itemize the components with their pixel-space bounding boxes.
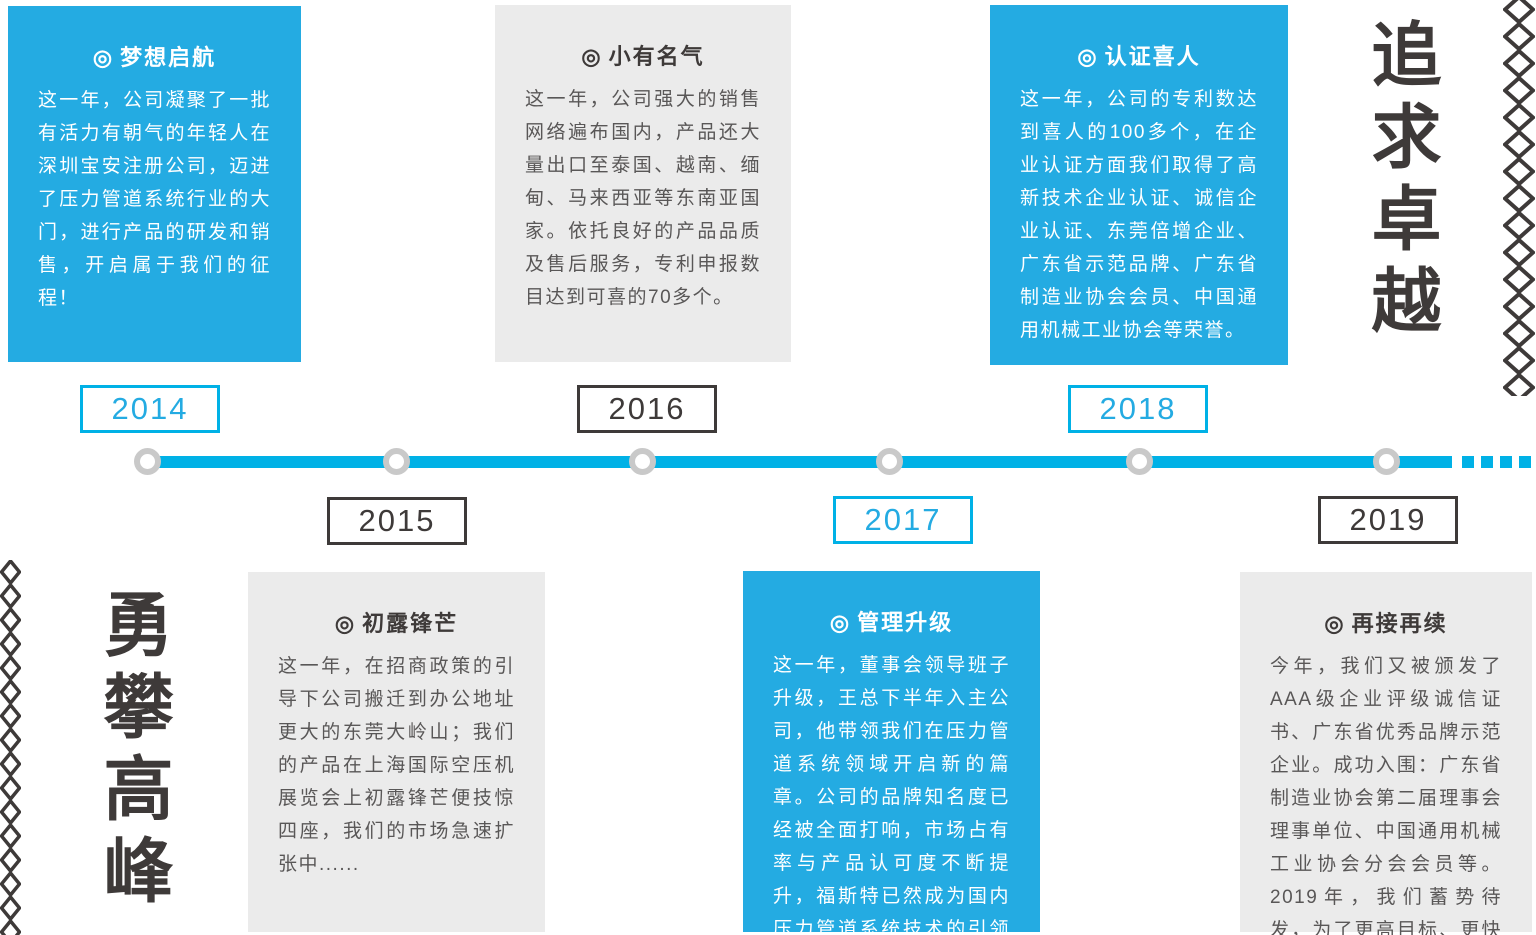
milestone-title-2016: ◎小有名气 — [525, 39, 761, 71]
bullseye-bullet-icon: ◎ — [1324, 611, 1346, 636]
timeline-node-2019 — [1373, 448, 1400, 475]
milestone-body-2017: 这一年，董事会领导班子升级，王总下半年入主公司，他带领我们在压力管道系统领域开启… — [773, 655, 1010, 935]
milestone-title-text: 梦想启航 — [120, 45, 217, 70]
slogan-top-right: 追求卓越 — [1361, 18, 1438, 346]
milestone-title-2019: ◎再接再续 — [1270, 606, 1502, 638]
milestone-title-text: 管理升级 — [857, 610, 954, 635]
timeline-node-2015 — [383, 448, 410, 475]
timeline-node-2014 — [134, 448, 161, 475]
diamond-chain-icon — [1503, 0, 1535, 396]
milestone-body-2018: 这一年，公司的专利数达到喜人的100多个，在企业认证方面我们取得了高新技术企业认… — [1020, 89, 1258, 341]
bullseye-bullet-icon: ◎ — [829, 610, 852, 635]
milestone-panel-2018: ◎认证喜人 这一年，公司的专利数达到喜人的100多个，在企业认证方面我们取得了高… — [990, 5, 1288, 365]
milestone-title-2017: ◎管理升级 — [773, 605, 1010, 637]
milestone-title-2018: ◎认证喜人 — [1020, 39, 1258, 71]
year-label-2017: 2017 — [833, 496, 973, 544]
timeline-node-2018 — [1126, 448, 1153, 475]
milestone-title-text: 再接再续 — [1351, 611, 1448, 636]
timeline-bar — [148, 456, 1452, 468]
diamond-chain-icon — [0, 560, 21, 935]
milestone-title-text: 认证喜人 — [1104, 44, 1201, 69]
milestone-panel-2014: ◎梦想启航 这一年，公司凝聚了一批有活力有朝气的年轻人在深圳宝安注册公司，迈进了… — [8, 6, 301, 362]
milestone-title-2015: ◎初露锋芒 — [278, 606, 515, 638]
milestone-title-2014: ◎梦想启航 — [38, 40, 271, 72]
timeline-node-2017 — [876, 448, 903, 475]
slogan-bottom-left: 勇攀高峰 — [93, 588, 170, 916]
milestone-body-2019: 今年，我们又被颁发了AAA级企业评级诚信证书、广东省优秀品牌示范企业。成功入围：… — [1270, 656, 1502, 935]
bullseye-bullet-icon: ◎ — [581, 44, 603, 69]
milestone-body-2016: 这一年，公司强大的销售网络遍布国内，产品还大量出口至泰国、越南、缅甸、马来西亚等… — [525, 89, 761, 308]
milestone-panel-2015: ◎初露锋芒 这一年，在招商政策的引导下公司搬迁到办公地址更大的东莞大岭山；我们的… — [248, 572, 545, 932]
year-label-2018: 2018 — [1068, 385, 1208, 433]
milestone-panel-2016: ◎小有名气 这一年，公司强大的销售网络遍布国内，产品还大量出口至泰国、越南、缅甸… — [495, 5, 791, 362]
milestone-panel-2019: ◎再接再续 今年，我们又被颁发了AAA级企业评级诚信证书、广东省优秀品牌示范企业… — [1240, 572, 1532, 935]
timeline-node-2016 — [629, 448, 656, 475]
timeline-dashed-tail — [1462, 456, 1536, 468]
milestone-title-text: 小有名气 — [608, 44, 705, 69]
bullseye-bullet-icon: ◎ — [92, 45, 115, 70]
milestone-title-text: 初露锋芒 — [362, 611, 459, 636]
bullseye-bullet-icon: ◎ — [334, 611, 357, 636]
year-label-2019: 2019 — [1318, 496, 1458, 544]
year-label-2014: 2014 — [80, 385, 220, 433]
year-label-2015: 2015 — [327, 497, 467, 545]
milestone-body-2014: 这一年，公司凝聚了一批有活力有朝气的年轻人在深圳宝安注册公司，迈进了压力管道系统… — [38, 90, 271, 309]
year-label-2016: 2016 — [577, 385, 717, 433]
milestone-body-2015: 这一年，在招商政策的引导下公司搬迁到办公地址更大的东莞大岭山；我们的产品在上海国… — [278, 656, 515, 875]
milestone-panel-2017: ◎管理升级 这一年，董事会领导班子升级，王总下半年入主公司，他带领我们在压力管道… — [743, 571, 1040, 935]
bullseye-bullet-icon: ◎ — [1077, 44, 1099, 69]
